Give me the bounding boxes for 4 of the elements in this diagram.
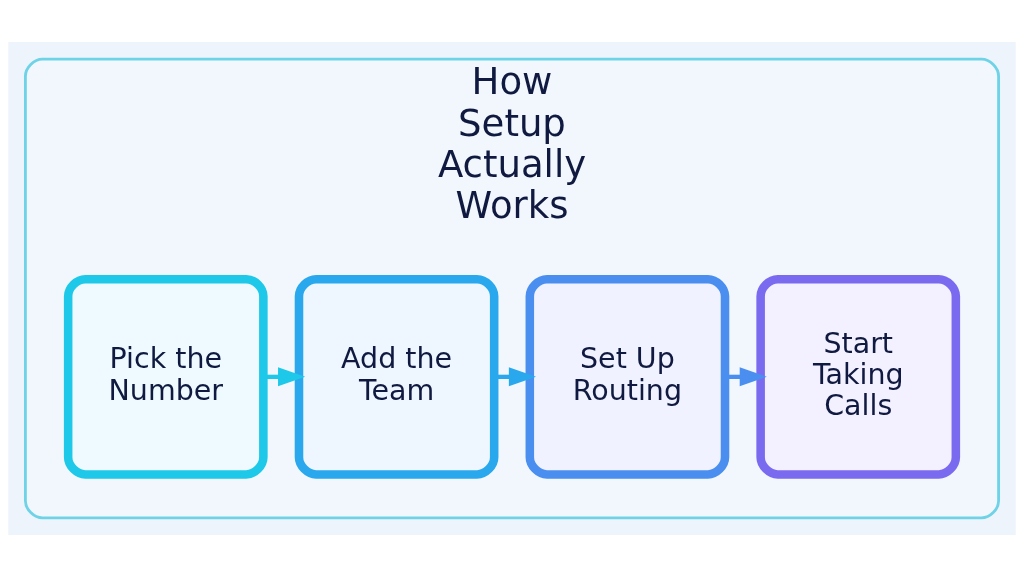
node-box: Add the Team xyxy=(294,274,499,479)
node-box: Set Up Routing xyxy=(525,274,730,479)
node-box: Pick the Number xyxy=(63,274,268,479)
node-box: Start Taking Calls xyxy=(756,274,961,479)
